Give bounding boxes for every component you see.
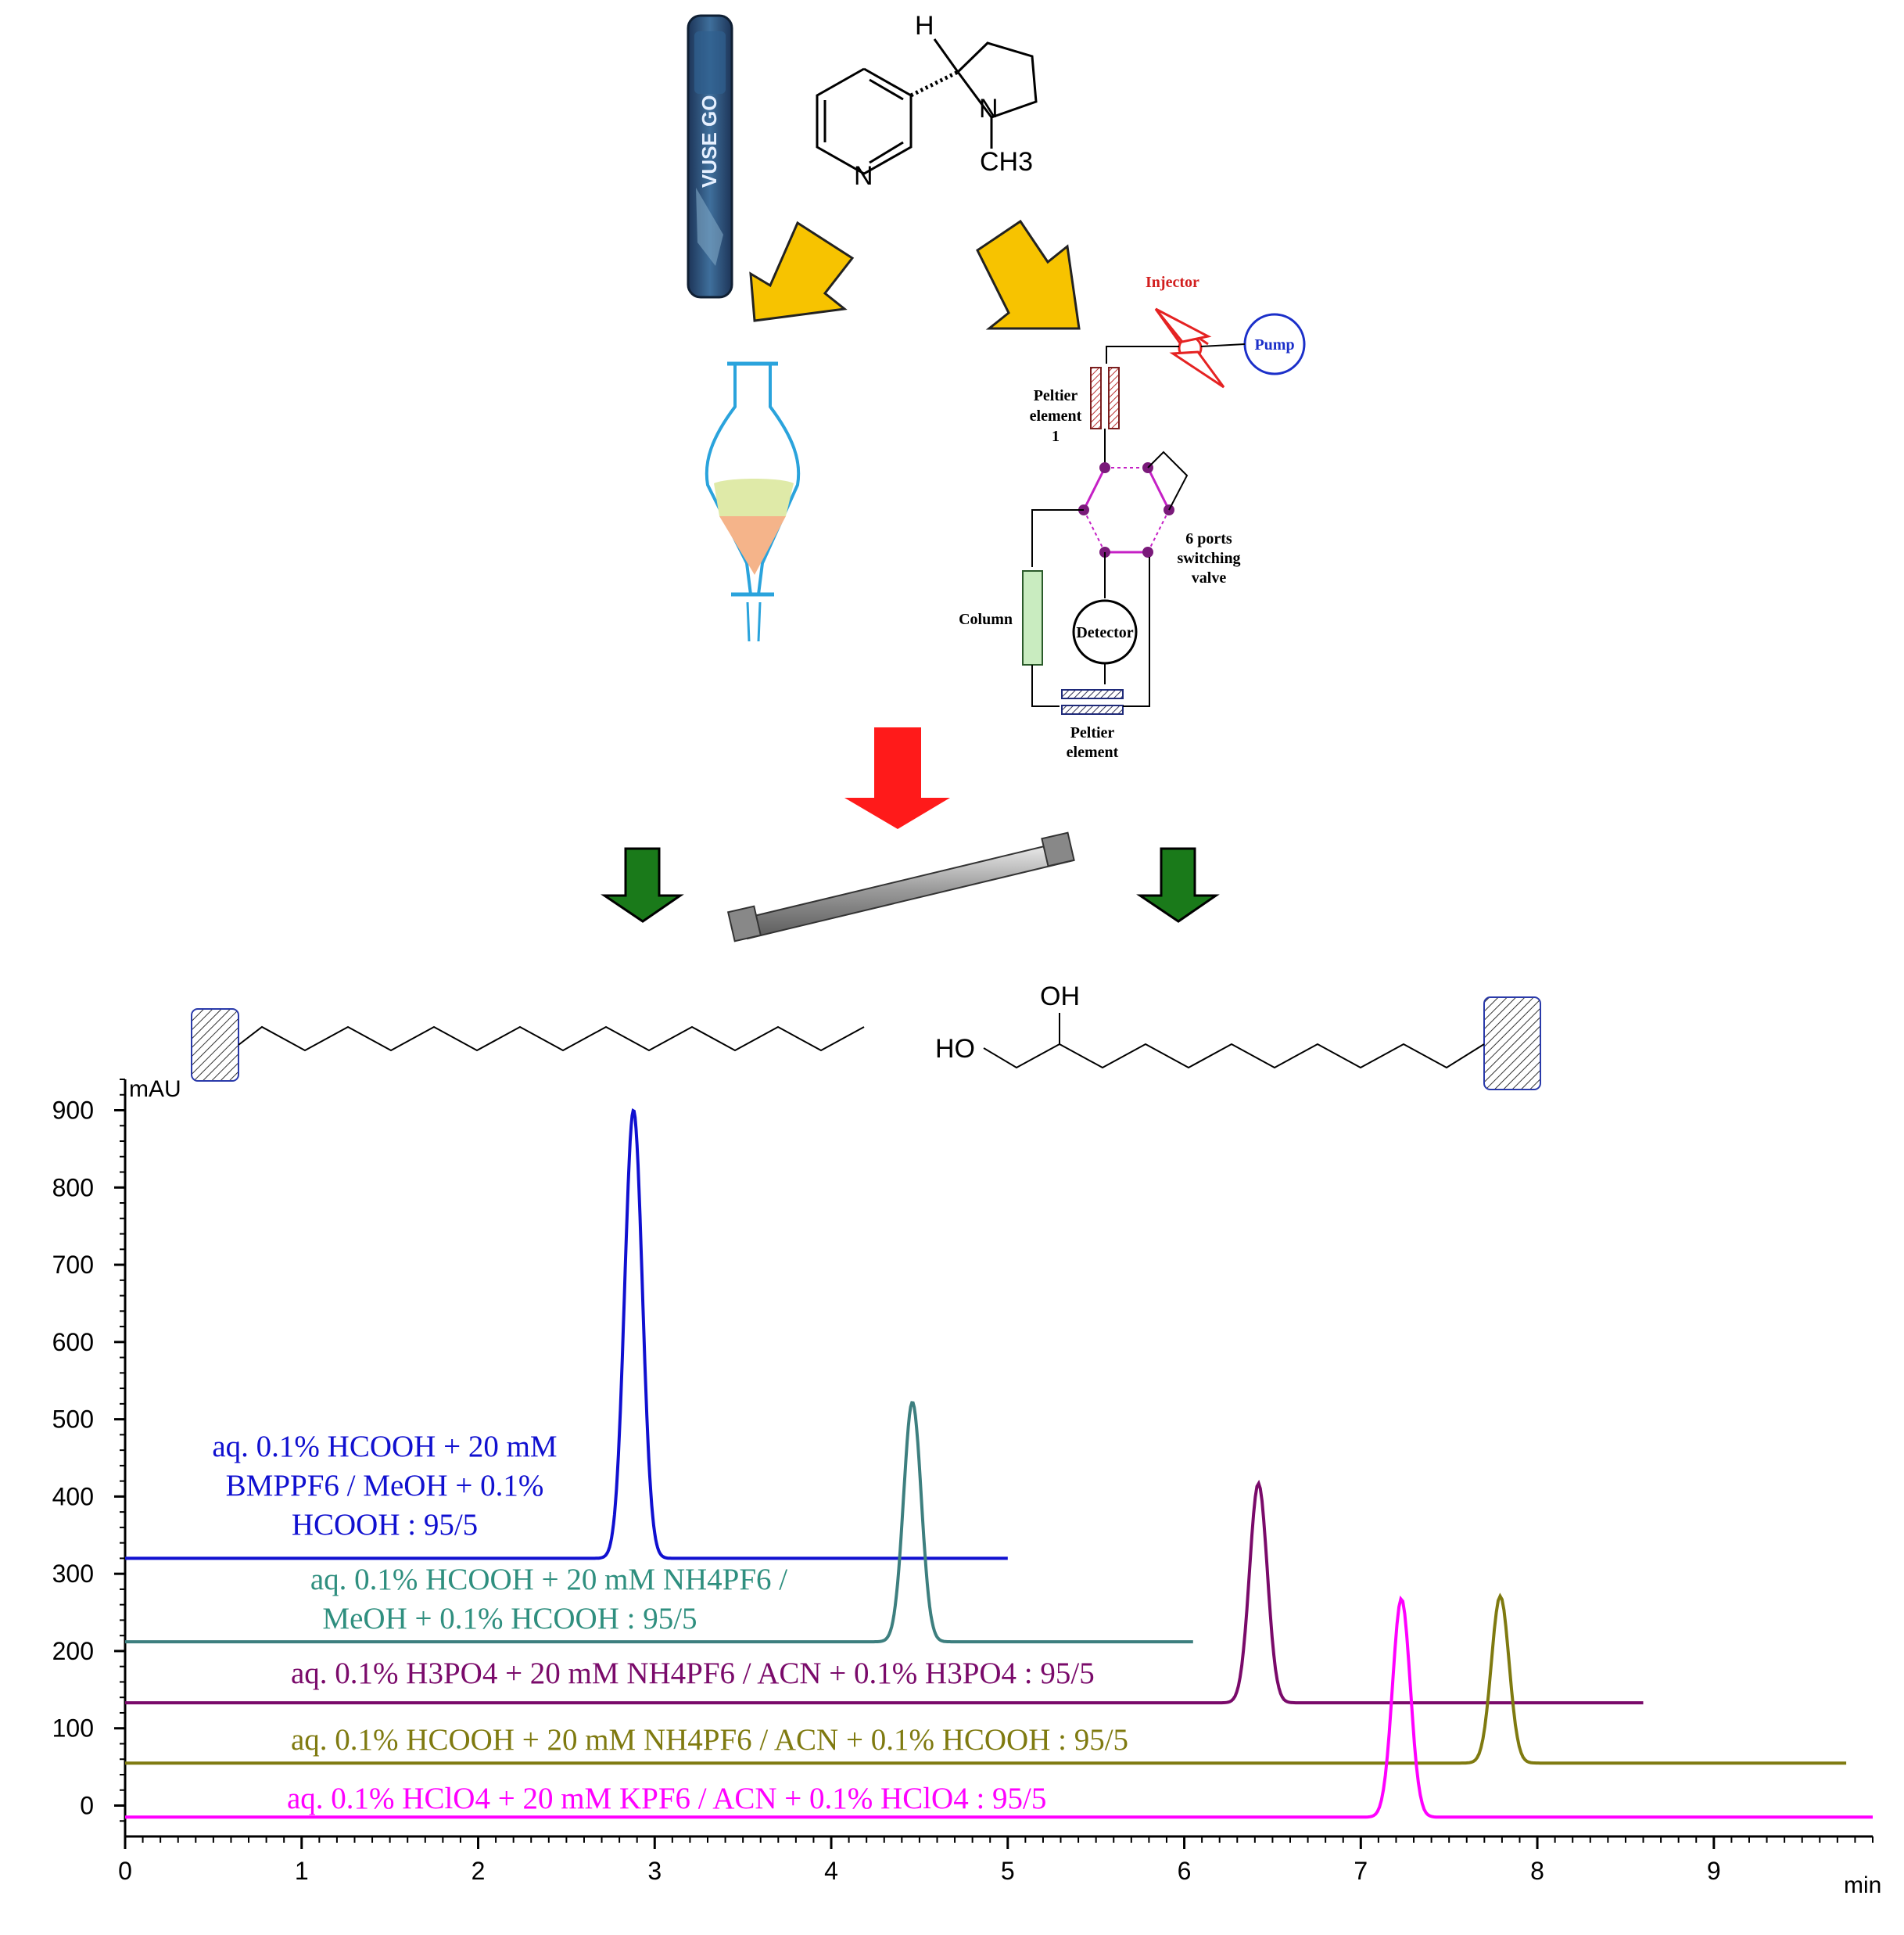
y-tick-label: 300 <box>52 1560 94 1588</box>
column-icon <box>1022 570 1043 666</box>
y-tick-label: 500 <box>52 1405 94 1434</box>
x-tick-label: 4 <box>824 1857 838 1885</box>
series-2-label-line1: aq. 0.1% HCOOH + 20 mM NH4PF6 / <box>310 1563 787 1596</box>
x-tick-label: 2 <box>472 1857 486 1885</box>
c18-chain <box>191 1008 865 1082</box>
series-line-1 <box>125 1108 1008 1560</box>
six-port-valve-icon <box>1078 451 1189 558</box>
y-axis-label: mAU <box>129 1076 181 1102</box>
y-tick-label: 0 <box>80 1791 94 1819</box>
peltier2-line2: element <box>1067 744 1119 761</box>
x-tick-label: 0 <box>118 1857 132 1885</box>
series-line-5 <box>125 1595 1873 1819</box>
hplc-schematic: Injector Pump Peltier element 1 6 <box>959 274 1306 761</box>
yellow-arrow-right-icon <box>976 219 1081 330</box>
column-label: Column <box>959 611 1013 628</box>
peltier1-line2: element <box>1030 407 1082 425</box>
y-tick-label: 400 <box>52 1482 94 1510</box>
series-1-label-line1: aq. 0.1% HCOOH + 20 mM <box>212 1430 557 1463</box>
series-3-label: aq. 0.1% H3PO4 + 20 mM NH4PF6 / ACN + 0.… <box>291 1657 1095 1690</box>
y-tick-label: 200 <box>52 1637 94 1665</box>
ho-label: HO <box>935 1034 975 1064</box>
y-tick-label: 700 <box>52 1251 94 1279</box>
x-tick-label: 1 <box>295 1857 309 1885</box>
valve-line3: valve <box>1192 569 1227 587</box>
series-4-label: aq. 0.1% HCOOH + 20 mM NH4PF6 / ACN + 0.… <box>291 1723 1128 1757</box>
series-2-label-line2: MeOH + 0.1% HCOOH : 95/5 <box>322 1602 697 1635</box>
series-1-label-line3: HCOOH : 95/5 <box>292 1508 478 1542</box>
molecule-labels: H N N CH3 <box>854 11 1033 191</box>
pump-label: Pump <box>1254 336 1294 354</box>
series-5-label: aq. 0.1% HClO4 + 20 mM KPF6 / ACN + 0.1%… <box>287 1782 1046 1815</box>
y-tick-label: 600 <box>52 1328 94 1356</box>
separatory-funnel-icon <box>705 361 801 642</box>
valve-line2: switching <box>1177 550 1240 567</box>
series-line-2 <box>125 1401 1193 1644</box>
x-tick-label: 6 <box>1178 1857 1192 1885</box>
x-tick-label: 7 <box>1354 1857 1368 1885</box>
oh-label: OH <box>1040 982 1080 1011</box>
peltier1-line3: 1 <box>1052 428 1060 445</box>
red-arrow-icon <box>844 727 950 829</box>
green-arrow-left-icon <box>601 847 684 923</box>
e-cigarette-device: VUSE GO <box>687 14 733 299</box>
peltier2-line1: Peltier <box>1070 724 1115 741</box>
series-line-4 <box>125 1592 1847 1765</box>
nicotine-molecule <box>816 38 1038 175</box>
series-1-label-line2: BMPPF6 / MeOH + 0.1% <box>226 1469 544 1502</box>
y-axis: mAU 0 100 200 300 400 500 600 700 800 900 <box>52 1076 181 1836</box>
x-tick-label: 8 <box>1530 1857 1544 1885</box>
molecule-n-pyridine-label: N <box>854 161 873 191</box>
green-arrow-right-icon <box>1136 847 1220 923</box>
x-axis: min 0 1 2 3 4 5 6 7 8 9 <box>118 1835 1881 1898</box>
peltier1-line1: Peltier <box>1034 387 1078 404</box>
valve-line1: 6 ports <box>1185 530 1232 547</box>
x-tick-label: 5 <box>1001 1857 1015 1885</box>
x-axis-label: min <box>1844 1872 1881 1898</box>
molecule-h-label: H <box>915 11 934 41</box>
hplc-column-icon <box>726 831 1075 942</box>
device-brand-label: VUSE GO <box>697 95 721 188</box>
y-tick-label: 900 <box>52 1097 94 1125</box>
diol-chain: OH HO <box>935 982 1541 1090</box>
x-tick-label: 9 <box>1707 1857 1721 1885</box>
x-tick-label: 3 <box>647 1857 662 1885</box>
detector-label: Detector <box>1076 624 1133 641</box>
yellow-arrow-left-icon <box>749 221 855 322</box>
injector-label: Injector <box>1146 274 1199 291</box>
y-tick-label: 800 <box>52 1173 94 1201</box>
molecule-n-amine-label: N <box>979 94 999 124</box>
injector-icon <box>1154 307 1225 389</box>
molecule-ch3-label: CH3 <box>980 147 1033 177</box>
y-tick-label: 100 <box>52 1714 94 1743</box>
chromatogram-chart: mAU 0 100 200 300 400 500 600 700 800 900 min 0 1 2… <box>52 1076 1882 1898</box>
series-labels: aq. 0.1% HCOOH + 20 mM BMPPF6 / MeOH + 0… <box>212 1430 1128 1815</box>
